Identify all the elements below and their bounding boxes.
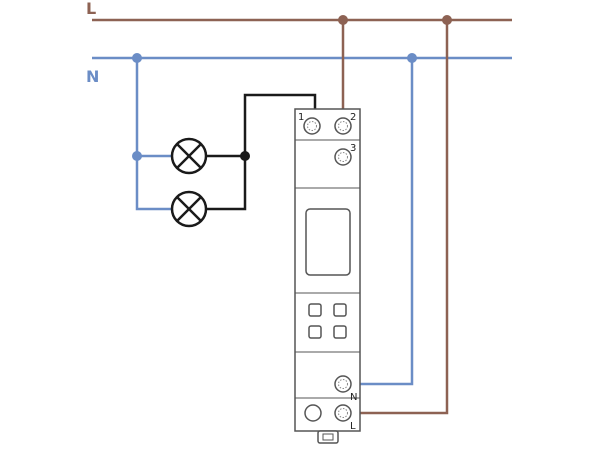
- live-line-label: L: [86, 0, 96, 18]
- neutral-line-label: N: [86, 67, 99, 86]
- terminal-2-screw-icon: [334, 117, 352, 135]
- terminal-3-label: 3: [350, 143, 356, 154]
- terminal-n-screw-icon: [334, 375, 352, 393]
- neutral-junction-dot-2: [407, 53, 417, 63]
- neutral-to-n-terminal-wire: [350, 58, 414, 386]
- device-button-3: [308, 325, 322, 339]
- device-display: [305, 208, 351, 276]
- terminal-2-label: 2: [350, 112, 356, 123]
- neutral-lamp-junction-dot: [132, 151, 142, 161]
- lamp-1-icon: [170, 137, 208, 175]
- terminal-1-screw-icon: [303, 117, 321, 135]
- live-junction-dot-2: [442, 15, 452, 25]
- device-button-1: [308, 303, 322, 317]
- neutral-to-lamp-1-wire: [135, 58, 172, 158]
- terminal-1-label: 1: [298, 112, 304, 123]
- live-to-l-terminal-wire: [350, 20, 449, 415]
- lamp-2-icon: [170, 190, 208, 228]
- terminal-l-screw-icon: [334, 404, 352, 422]
- device-button-4: [333, 325, 347, 339]
- terminal-l-label: L: [350, 421, 356, 432]
- output-junction-dot: [240, 151, 250, 161]
- neutral-to-lamp-2-wire: [135, 156, 172, 211]
- terminal-n-label: N: [350, 392, 357, 403]
- terminal-1-output-wire: [206, 93, 317, 211]
- neutral-junction-dot: [132, 53, 142, 63]
- terminal-3-screw-icon: [334, 148, 352, 166]
- unused-terminal-icon: [304, 404, 322, 422]
- live-junction-dot-1: [338, 15, 348, 25]
- device-button-2: [333, 303, 347, 317]
